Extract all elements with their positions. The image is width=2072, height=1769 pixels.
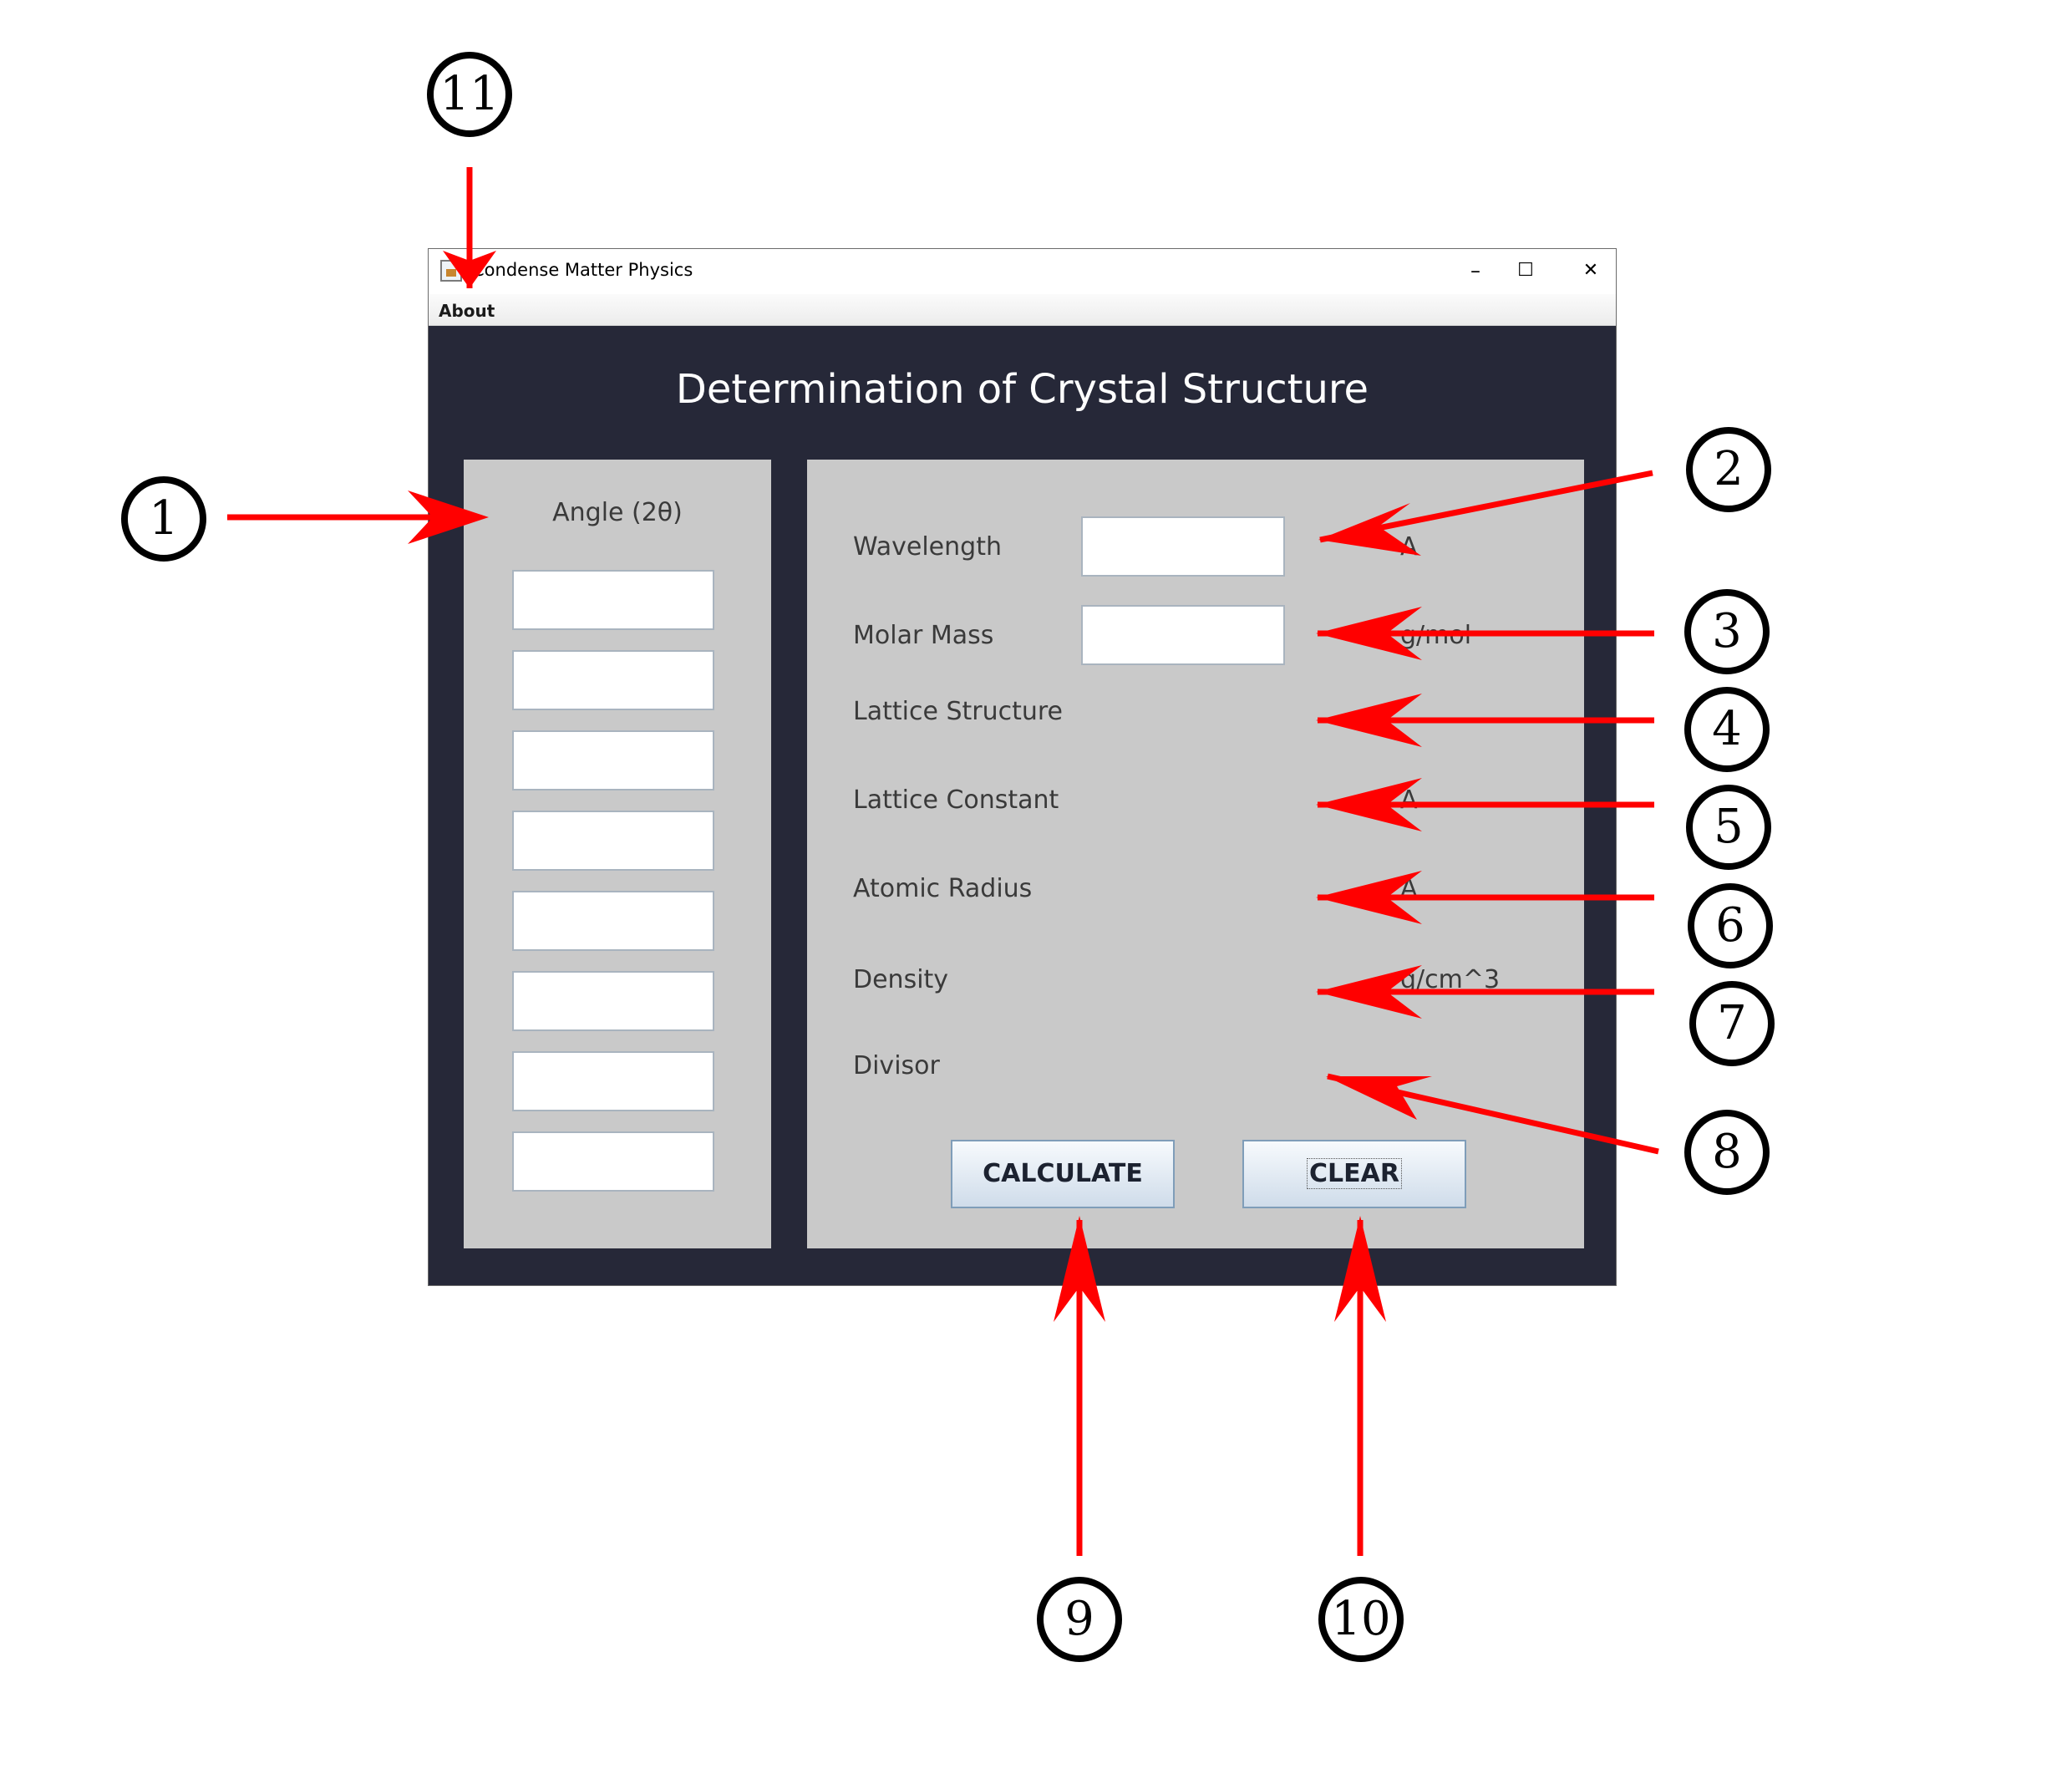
atomic-radius-label: Atomic Radius (853, 874, 1033, 903)
callout-6: 6 (1688, 883, 1773, 968)
callout-11: 11 (427, 52, 512, 137)
angle-input-3[interactable] (512, 730, 714, 790)
arrowhead-11 (443, 251, 496, 288)
arrowhead-3 (1316, 607, 1422, 660)
title-bar: Condense Matter Physics – ☐ ✕ (429, 249, 1616, 294)
angle-input-6[interactable] (512, 971, 714, 1031)
results-panel: Wavelength A Molar Mass g/mol Lattice St… (807, 460, 1584, 1248)
angle-input-1[interactable] (512, 570, 714, 630)
close-button[interactable]: ✕ (1582, 260, 1599, 281)
callout-9: 9 (1037, 1577, 1122, 1662)
callout-8: 8 (1684, 1110, 1770, 1195)
callout-2: 2 (1686, 427, 1771, 512)
wavelength-label: Wavelength (853, 532, 1002, 562)
lattice-structure-label: Lattice Structure (853, 697, 1064, 726)
callout-10: 10 (1318, 1577, 1404, 1662)
angle-input-5[interactable] (512, 891, 714, 951)
density-label: Density (853, 965, 949, 994)
arrowhead-2 (1318, 503, 1421, 556)
minimize-button[interactable]: – (1470, 259, 1480, 282)
app-window: Condense Matter Physics – ☐ ✕ About Dete… (428, 248, 1617, 1286)
callout-5: 5 (1686, 785, 1771, 870)
angle-input-4[interactable] (512, 811, 714, 871)
arrowhead-5 (1316, 778, 1422, 831)
menu-about[interactable]: About (439, 301, 495, 321)
menu-bar: About (429, 294, 1616, 326)
clear-button[interactable]: CLEAR (1242, 1140, 1466, 1208)
molar-mass-label: Molar Mass (853, 621, 994, 650)
callout-1: 1 (121, 476, 206, 562)
page-title: Determination of Crystal Structure (675, 366, 1369, 413)
arrowhead-4 (1316, 694, 1422, 747)
arrowhead-7 (1316, 965, 1422, 1019)
arrowhead-9 (1054, 1216, 1105, 1322)
arrowhead-1 (408, 491, 489, 544)
angle-input-7[interactable] (512, 1051, 714, 1111)
window-title: Condense Matter Physics (472, 260, 693, 280)
callout-7: 7 (1689, 981, 1775, 1066)
angle-label: Angle (2θ) (552, 498, 683, 527)
lattice-constant-label: Lattice Constant (853, 785, 1059, 815)
arrowhead-10 (1334, 1216, 1386, 1322)
angle-input-8[interactable] (512, 1131, 714, 1192)
angle-input-2[interactable] (512, 650, 714, 710)
angle-panel: Angle (2θ) (464, 460, 771, 1248)
divisor-label: Divisor (853, 1051, 940, 1080)
maximize-button[interactable]: ☐ (1517, 260, 1534, 281)
arrowhead-8 (1326, 1076, 1432, 1120)
calculate-button[interactable]: CALCULATE (951, 1140, 1175, 1208)
callout-3: 3 (1684, 589, 1770, 674)
clear-button-label: CLEAR (1307, 1158, 1402, 1189)
arrowhead-6 (1316, 871, 1422, 924)
molar-mass-input[interactable] (1081, 605, 1285, 665)
wavelength-input[interactable] (1081, 516, 1285, 577)
callout-4: 4 (1684, 687, 1770, 772)
